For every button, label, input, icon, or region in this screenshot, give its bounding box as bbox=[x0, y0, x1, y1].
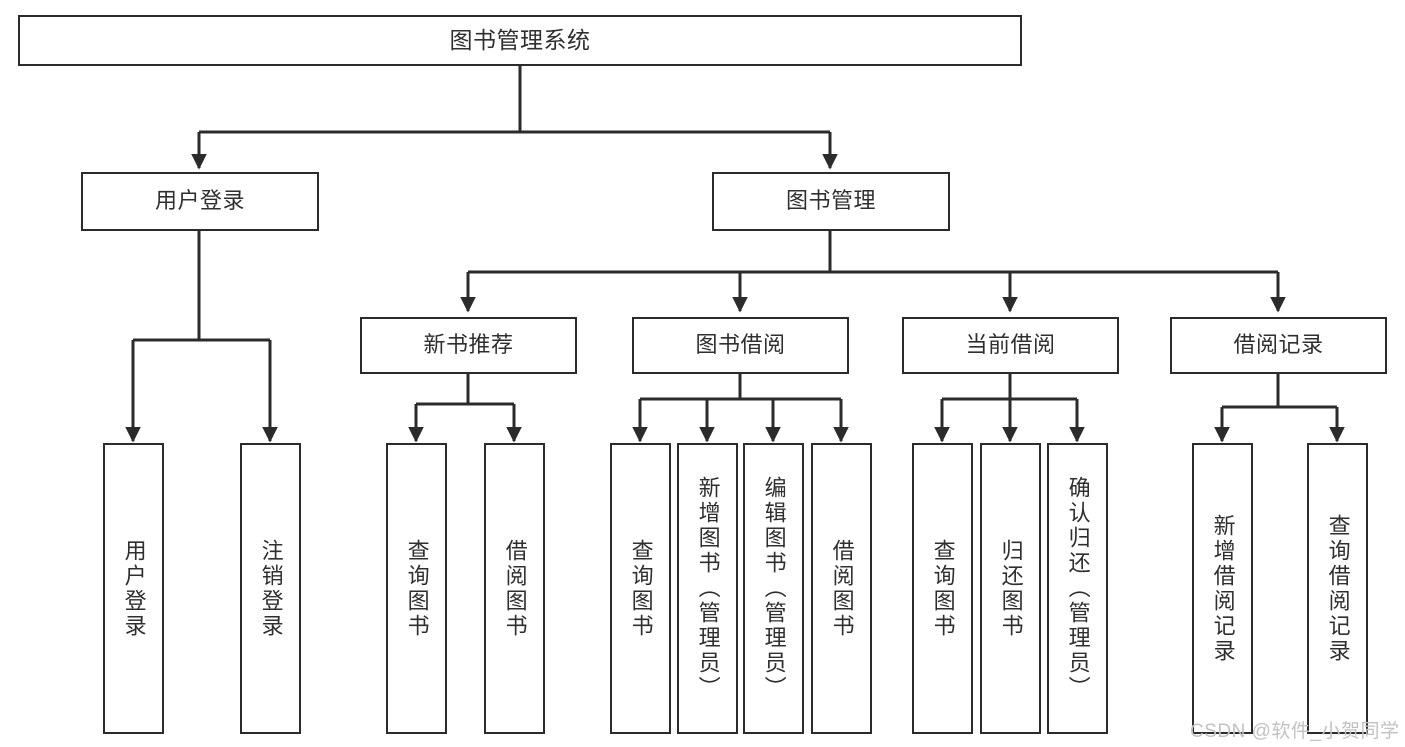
node-label: 新增借阅记录 bbox=[1210, 513, 1236, 664]
node-label: 查询图书 bbox=[404, 538, 430, 639]
node-label: 编辑图书（管理员） bbox=[761, 476, 787, 701]
node-leaf-edit-book-admin[interactable]: 编辑图书（管理员） bbox=[743, 443, 804, 734]
node-leaf-query-book-borrow[interactable]: 查询图书 bbox=[610, 443, 671, 734]
node-leaf-add-book-admin[interactable]: 新增图书（管理员） bbox=[677, 443, 738, 734]
node-leaf-confirm-return-admin[interactable]: 确认归还（管理员） bbox=[1047, 443, 1108, 734]
node-label: 图书借阅 bbox=[695, 332, 786, 358]
node-label: 用户登录 bbox=[154, 188, 245, 214]
node-label: 借阅记录 bbox=[1233, 332, 1324, 358]
node-label: 查询图书 bbox=[628, 538, 654, 639]
node-label: 确认归还（管理员） bbox=[1065, 476, 1091, 701]
node-leaf-borrow-book-rec[interactable]: 借阅图书 bbox=[484, 443, 545, 734]
node-label: 当前借阅 bbox=[965, 332, 1056, 358]
node-book-borrow[interactable]: 图书借阅 bbox=[632, 317, 849, 374]
node-label: 新书推荐 bbox=[423, 332, 514, 358]
node-user-login[interactable]: 用户登录 bbox=[81, 172, 319, 231]
node-label: 图书管理系统 bbox=[449, 26, 591, 53]
node-label: 查询图书 bbox=[930, 538, 956, 639]
node-root-system[interactable]: 图书管理系统 bbox=[18, 15, 1022, 66]
node-leaf-return-book[interactable]: 归还图书 bbox=[980, 443, 1041, 734]
node-borrow-record[interactable]: 借阅记录 bbox=[1170, 317, 1387, 374]
node-leaf-user-login[interactable]: 用户登录 bbox=[103, 443, 164, 734]
node-leaf-query-borrow-record[interactable]: 查询借阅记录 bbox=[1307, 443, 1368, 734]
node-new-book-recommend[interactable]: 新书推荐 bbox=[360, 317, 577, 374]
node-leaf-query-book-current[interactable]: 查询图书 bbox=[912, 443, 973, 734]
node-label: 注销登录 bbox=[258, 538, 284, 639]
node-label: 归还图书 bbox=[998, 538, 1024, 639]
node-leaf-logout-login[interactable]: 注销登录 bbox=[240, 443, 301, 734]
node-label: 查询借阅记录 bbox=[1325, 513, 1351, 664]
node-leaf-add-borrow-record[interactable]: 新增借阅记录 bbox=[1192, 443, 1253, 734]
node-label: 借阅图书 bbox=[502, 538, 528, 639]
node-label: 新增图书（管理员） bbox=[695, 476, 721, 701]
node-current-borrow[interactable]: 当前借阅 bbox=[902, 317, 1119, 374]
node-book-manage[interactable]: 图书管理 bbox=[712, 172, 950, 231]
node-label: 借阅图书 bbox=[829, 538, 855, 639]
node-leaf-borrow-book-2[interactable]: 借阅图书 bbox=[811, 443, 872, 734]
node-label: 图书管理 bbox=[785, 188, 876, 214]
node-label: 用户登录 bbox=[121, 538, 147, 639]
watermark-credit: CSDN @软件_小贺同学 bbox=[1190, 721, 1400, 742]
node-leaf-query-book-rec[interactable]: 查询图书 bbox=[386, 443, 447, 734]
